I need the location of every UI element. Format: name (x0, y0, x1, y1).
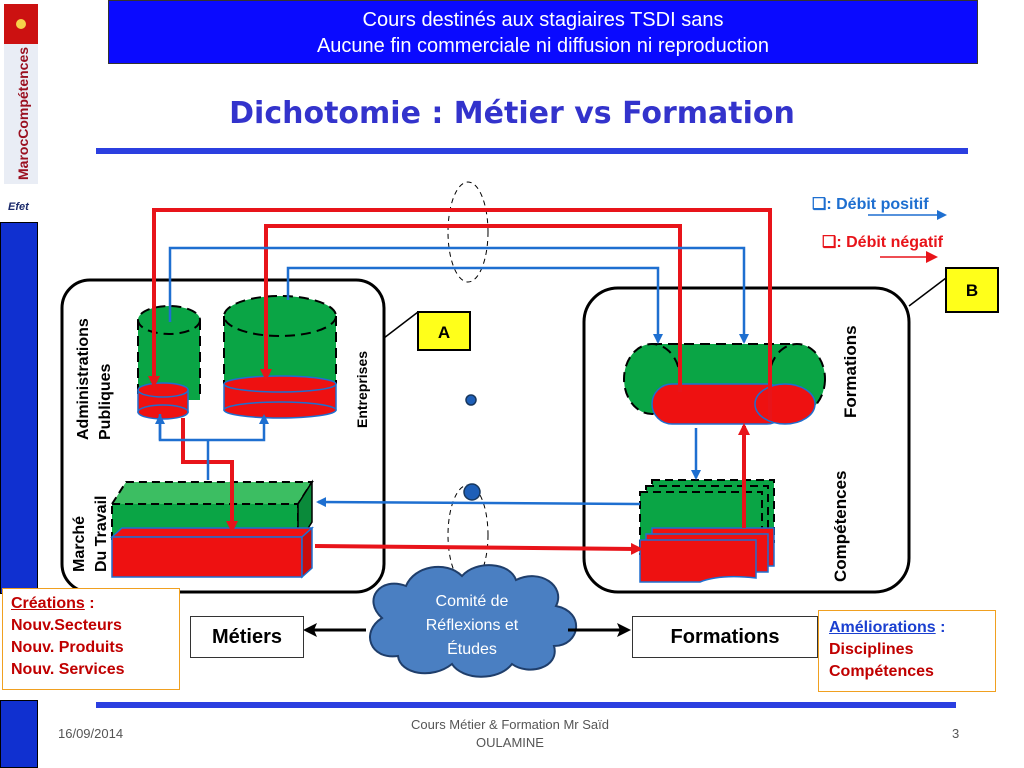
footer-center: Cours Métier & Formation Mr Saïd OULAMIN… (360, 716, 660, 752)
legend-positive: ❑: Débit positif (812, 194, 929, 214)
ameliorations-item: Disciplines (829, 641, 914, 658)
cloud-line-1: Comité de (436, 593, 509, 610)
ameliorations-heading: Améliorations (829, 619, 936, 636)
legend-negative-label: : Débit négatif (836, 234, 944, 251)
footer-page: 3 (952, 726, 960, 741)
banner-line-2: Aucune fin commerciale ni diffusion ni r… (316, 35, 770, 57)
metiers-box: Métiers (190, 616, 304, 658)
marker-a: A (438, 323, 450, 342)
ameliorations-item: Compétences (829, 663, 934, 680)
logo: MarocCompétences Efet (0, 0, 42, 222)
marker-b: B (966, 281, 978, 300)
svg-text:Efet: Efet (8, 201, 30, 213)
creations-item: Nouv. Services (11, 661, 125, 678)
label-entreprises: Entreprises (354, 351, 370, 428)
emblem-icon (16, 19, 26, 29)
marker-b-box (945, 267, 999, 313)
footer-center-line-2: OULAMINE (476, 735, 544, 750)
comite-cloud (369, 564, 577, 678)
creations-box: Créations : Nouv.Secteurs Nouv. Produits… (2, 588, 180, 690)
positive-flows (155, 246, 749, 508)
competences-stack (639, 479, 775, 583)
cloud-line-3: Études (447, 639, 497, 658)
center-dot-lower (463, 483, 481, 501)
left-group-frame (60, 278, 386, 594)
formations-box: Formations (632, 616, 818, 658)
label-marche: Marché (71, 516, 88, 572)
ameliorations-colon: : (935, 619, 946, 636)
title-underline (96, 148, 968, 154)
creations-colon: : (84, 595, 95, 612)
left-blue-strip (0, 222, 38, 594)
left-blue-strip-bottom (0, 700, 38, 768)
footer-date: 16/09/2014 (58, 726, 124, 741)
formations-cylinder (623, 343, 826, 425)
legend-bullet-icon: ❑ (812, 196, 827, 213)
cloud-line-2: Réflexions et (426, 617, 519, 634)
label-formations: Formations (841, 325, 860, 418)
legend-negative: ❑: Débit négatif (822, 232, 943, 252)
creations-heading: Créations (11, 595, 85, 612)
admin-cylinder (137, 305, 201, 420)
entreprises-cylinder (223, 295, 337, 419)
ameliorations-box: Améliorations : Disciplines Compétences (818, 610, 996, 692)
creations-item: Nouv. Produits (11, 639, 124, 656)
footer-center-line-1: Cours Métier & Formation Mr Saïd (411, 717, 609, 732)
banner-line-1: Cours destinés aux stagiaires TSDI sans (362, 9, 724, 31)
label-publiques: Publiques (97, 363, 114, 440)
disclaimer-banner: Cours destinés aux stagiaires TSDI sans … (108, 0, 978, 64)
label-administrations: Administrations (75, 318, 92, 440)
logo-brand-text: MarocCompétences (15, 47, 31, 180)
footer-rule (96, 702, 956, 708)
legend-positive-label: : Débit positif (826, 196, 929, 213)
right-group-frame (582, 286, 911, 594)
slide-title: Dichotomie : Métier vs Formation (229, 96, 795, 131)
label-competences: Compétences (831, 471, 850, 582)
creations-item: Nouv.Secteurs (11, 617, 122, 634)
crossing-ellipse-top (447, 181, 489, 283)
marker-a-box (417, 311, 471, 351)
label-du-travail: Du Travail (93, 496, 110, 572)
legend-bullet-icon: ❑ (822, 234, 837, 251)
marche-travail-block (110, 479, 314, 579)
center-dot-upper (465, 394, 477, 406)
